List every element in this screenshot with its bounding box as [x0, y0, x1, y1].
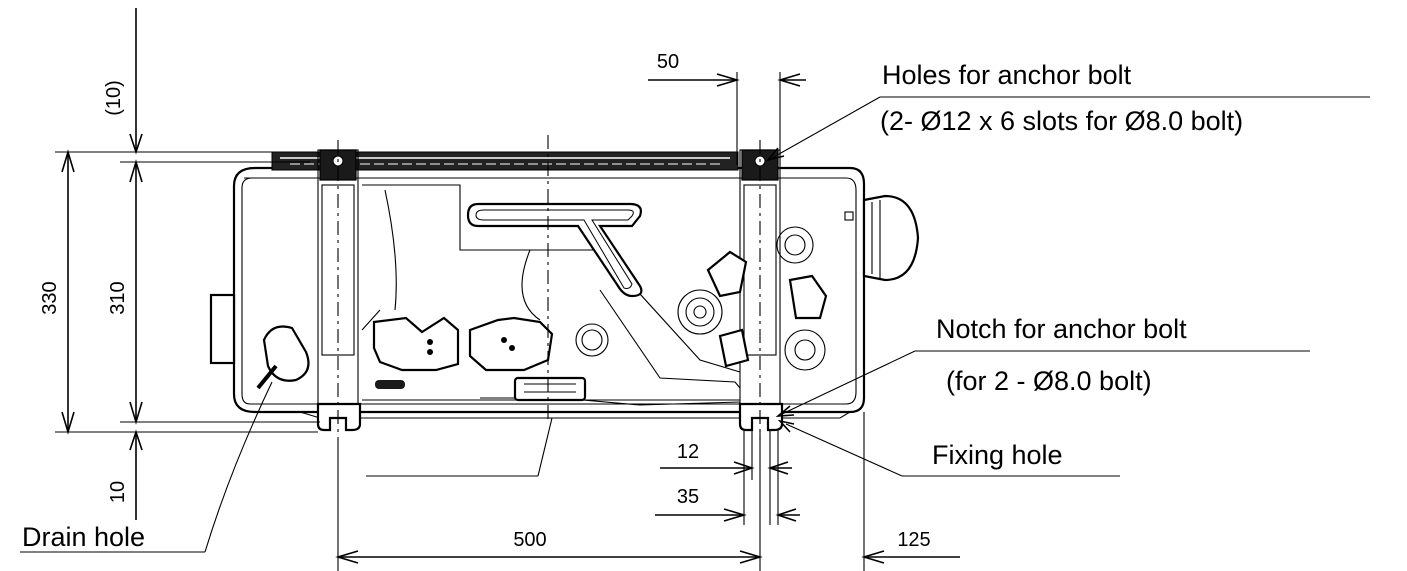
leader-lines — [20, 96, 1370, 553]
dim-bottom-gap: 10 — [107, 481, 129, 503]
notch-title-label: Notch for anchor bolt — [936, 314, 1187, 344]
dim-overall-depth: 330 — [39, 281, 61, 314]
unit-internals — [256, 184, 828, 406]
dim-bolt-pitch: 500 — [513, 529, 546, 551]
drain-hole-label: Drain hole — [22, 522, 145, 552]
fixing-hole-label: Fixing hole — [932, 440, 1063, 470]
holes-title-label: Holes for anchor bolt — [882, 60, 1132, 90]
holes-spec-label: (2- Ø12 x 6 slots for Ø8.0 bolt) — [880, 106, 1243, 136]
dimension-lines — [55, 8, 960, 571]
dim-right-overhang: 125 — [897, 529, 930, 551]
notch-spec-label: (for 2 - Ø8.0 bolt) — [946, 366, 1152, 396]
dim-bolt-depth: 310 — [107, 281, 129, 314]
dimension-values: (10) 50 330 310 10 12 35 500 125 — [39, 51, 931, 551]
dim-notch-width: 12 — [677, 441, 699, 463]
dim-top-gap: (10) — [103, 80, 125, 116]
dim-notch-offset: 35 — [677, 486, 699, 508]
centerlines — [337, 135, 761, 440]
callout-labels: Holes for anchor bolt (2- Ø12 x 6 slots … — [22, 60, 1243, 552]
dim-bolt-offset: 50 — [657, 51, 679, 73]
